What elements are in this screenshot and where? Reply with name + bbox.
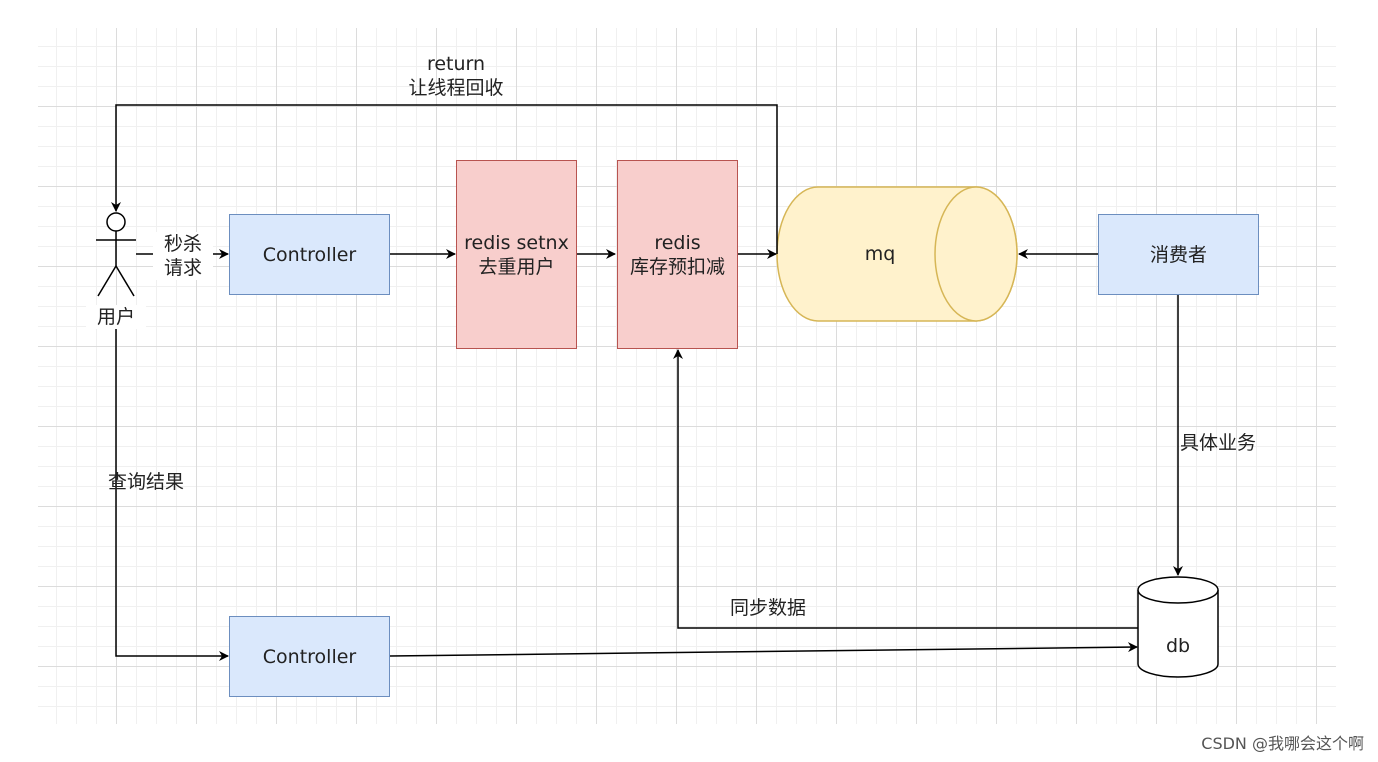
user-stick-figure [96,212,136,297]
redis-setnx-box: redis setnx 去重用户 [456,160,577,349]
consumer-label: 消费者 [1149,243,1207,266]
edge-user-query-to-controller [115,322,229,661]
controller-top-box: Controller [229,214,390,295]
business-edge-label: 具体业务 [1180,432,1257,454]
controller-top-label: Controller [262,243,357,266]
redis-setnx-label: redis setnx 去重用户 [464,231,569,278]
edge-db-sync-to-stock [673,349,1138,629]
grid-background [38,28,1336,724]
redis-stock-box: redis 库存预扣减 [617,160,738,349]
edge-return-to-user [111,104,778,254]
query-edge-label: 查询结果 [108,471,185,493]
consumer-box: 消费者 [1098,214,1259,295]
controller-bottom-box: Controller [229,616,390,697]
db-label: db [1165,635,1191,657]
return-edge-label: return 让线程回收 [408,53,504,99]
edge-controller-to-db [389,642,1138,657]
db-cylinder [1137,576,1219,678]
sync-edge-label: 同步数据 [730,597,807,619]
watermark: CSDN @我哪会这个啊 [1201,734,1364,753]
seckill-edge-label: 秒杀 请求 [153,232,213,280]
mq-cylinder [776,186,1018,322]
controller-bottom-label: Controller [262,645,357,668]
redis-stock-label: redis 库存预扣减 [629,231,725,278]
mq-label: mq [864,243,896,265]
user-label: 用户 [86,305,146,329]
